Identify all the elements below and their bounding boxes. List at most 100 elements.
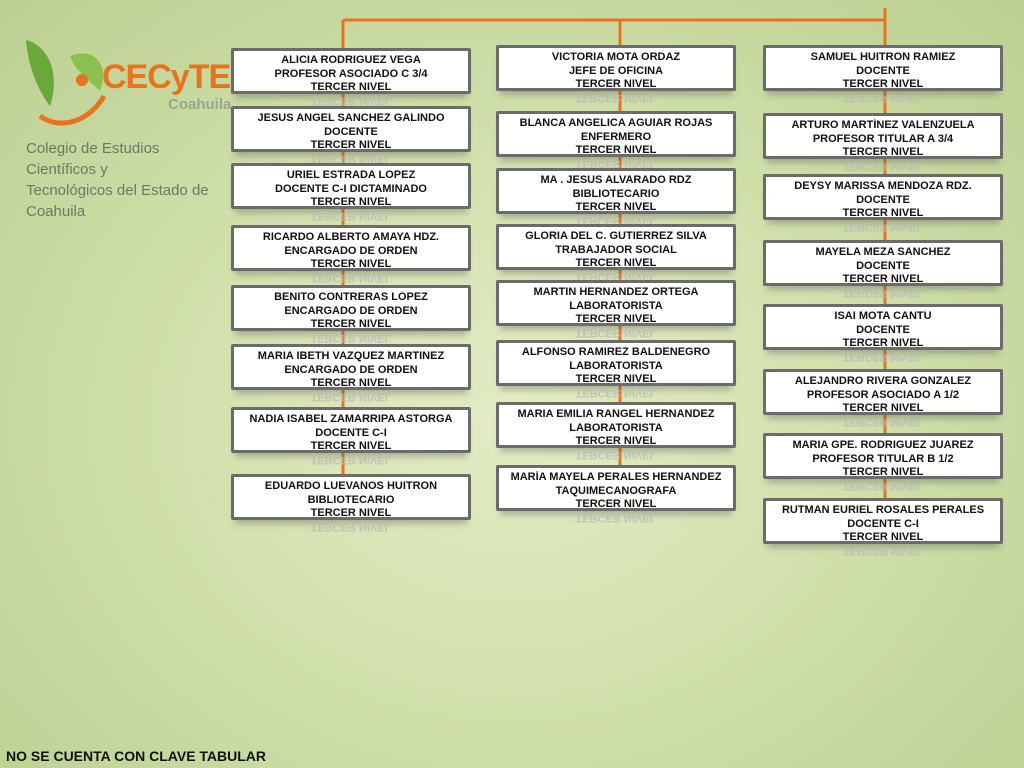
staff-role: DOCENTE	[856, 323, 910, 336]
card-reflection: TERCER NIVEL	[842, 93, 924, 103]
card-reflection: TERCER NIVEL	[310, 522, 392, 532]
staff-name: NADIA ISABEL ZAMARRIPA ASTORGA	[249, 413, 453, 425]
staff-name: ALFONSO RAMIREZ BALDENEGRO	[521, 346, 711, 358]
leaf-logo-icon	[26, 40, 107, 126]
card-reflection: TERCER NIVEL	[575, 328, 657, 338]
staff-level: TERCER NIVEL	[575, 201, 657, 213]
card-reflection: TERCER NIVEL	[310, 273, 392, 283]
staff-level: TERCER NIVEL	[575, 78, 657, 90]
logo-state: Coahuila	[168, 96, 232, 113]
staff-level: TERCER NIVEL	[842, 531, 924, 543]
staff-level: TERCER NIVEL	[575, 313, 657, 325]
staff-role: BIBLIOTECARIO	[307, 493, 395, 506]
card-reflection: TERCER NIVEL	[575, 450, 657, 460]
staff-name: URIEL ESTRADA LOPEZ	[286, 169, 416, 181]
staff-role: PROFESOR TITULAR B 1/2	[812, 452, 954, 465]
staff-level: TERCER NIVEL	[842, 466, 924, 478]
card-reflection: TERCER NIVEL	[310, 455, 392, 465]
card-reflection: TERCER NIVEL	[842, 417, 924, 427]
card-reflection: TERCER NIVEL	[842, 288, 924, 298]
staff-role: ENCARGADO DE ORDEN	[284, 304, 418, 317]
staff-name: MARIA GPE. RODRIGUEZ JUAREZ	[792, 439, 974, 451]
staff-role: TAQUIMECANOGRAFA	[555, 484, 677, 497]
staff-name: MARTIN HERNANDEZ ORTEGA	[533, 286, 699, 298]
logo-brand: CECyTE	[102, 58, 231, 96]
staff-level: TERCER NIVEL	[842, 337, 924, 349]
staff-level: TERCER NIVEL	[575, 373, 657, 385]
staff-role: JEFE DE OFICINA	[568, 64, 664, 77]
staff-level: TERCER NIVEL	[310, 258, 392, 270]
staff-level: TERCER NIVEL	[310, 81, 392, 93]
staff-level: TERCER NIVEL	[842, 402, 924, 414]
card-reflection: TERCER NIVEL	[842, 546, 924, 556]
staff-role: ENCARGADO DE ORDEN	[284, 244, 418, 257]
staff-name: BENITO CONTRERAS LÓPEZ	[274, 291, 428, 303]
staff-role: LABORATORISTA	[569, 299, 663, 312]
staff-name: ALEJANDRO RIVERA GONZALEZ	[794, 375, 972, 387]
staff-level: TERCER NIVEL	[575, 257, 657, 269]
staff-name: BLANCA ANGELICA AGUIAR ROJAS	[519, 117, 713, 129]
card-reflection: TERCER NIVEL	[842, 481, 924, 491]
card-reflection: TERCER NIVEL	[842, 352, 924, 362]
staff-name: MAYELA MEZA SANCHEZ	[815, 246, 951, 258]
card-reflection: TERCER NIVEL	[842, 222, 924, 232]
card-reflection: TERCER NIVEL	[310, 333, 392, 343]
card-reflection: TERCER NIVEL	[842, 161, 924, 171]
institution-line-1: Colegio de Estudios Científicos y	[26, 140, 160, 178]
staff-role: DOCENTE	[856, 193, 910, 206]
staff-name: MA . JESUS ALVARADO RDZ	[540, 174, 692, 186]
card-reflection: TERCER NIVEL	[310, 211, 392, 221]
staff-name: RUTMAN EURIEL ROSALES PERALES	[781, 504, 985, 516]
staff-level: TERCER NIVEL	[842, 207, 924, 219]
staff-role: PROFESOR TITULAR A 3/4	[812, 132, 954, 145]
staff-level: TERCER NIVEL	[310, 507, 392, 519]
card-reflection: TERCER NIVEL	[310, 96, 392, 106]
staff-name: MARIA EMILIA RANGEL HERNANDEZ	[517, 408, 715, 420]
staff-name: DEYSY MARISSA MENDOZA RDZ.	[794, 180, 972, 192]
staff-name: RICARDO ALBERTO AMAYA HDZ.	[262, 231, 440, 243]
staff-name: VICTORIA MOTA ORDAZ	[551, 51, 681, 63]
staff-name: JESUS ANGEL SANCHEZ GALINDO	[257, 112, 445, 124]
staff-level: TERCER NIVEL	[575, 435, 657, 447]
staff-role: DOCENTE	[856, 64, 910, 77]
staff-role: DOCENTE	[856, 259, 910, 272]
staff-level: TERCER NIVEL	[842, 273, 924, 285]
staff-role: DOCENTE C-I DICTAMINADO	[275, 182, 427, 195]
staff-role: DOCENTE	[324, 125, 378, 138]
staff-name: ALICIA RODRIGUEZ VEGA	[281, 54, 421, 66]
card-reflection: TERCER NIVEL	[575, 388, 657, 398]
staff-role: TRABAJADOR SOCIAL	[555, 243, 677, 256]
staff-role: BIBLIOTECARIO	[572, 187, 660, 200]
staff-role: DOCENTE C-I	[847, 517, 919, 530]
staff-name: SAMUEL HUITRON RAMIEZ	[810, 51, 956, 63]
staff-level: TERCER NIVEL	[842, 78, 924, 90]
staff-name: MARÍA MAYELA PERALES HERNANDEZ	[510, 471, 722, 483]
card-reflection: TERCER NIVEL	[310, 392, 392, 402]
staff-level: TERCER NIVEL	[575, 144, 657, 156]
staff-role: LABORATORISTA	[569, 421, 663, 434]
staff-level: TERCER NIVEL	[842, 146, 924, 158]
staff-level: TERCER NIVEL	[310, 139, 392, 151]
institution-name: Colegio de Estudios Científicos y Tecnol…	[26, 138, 230, 222]
